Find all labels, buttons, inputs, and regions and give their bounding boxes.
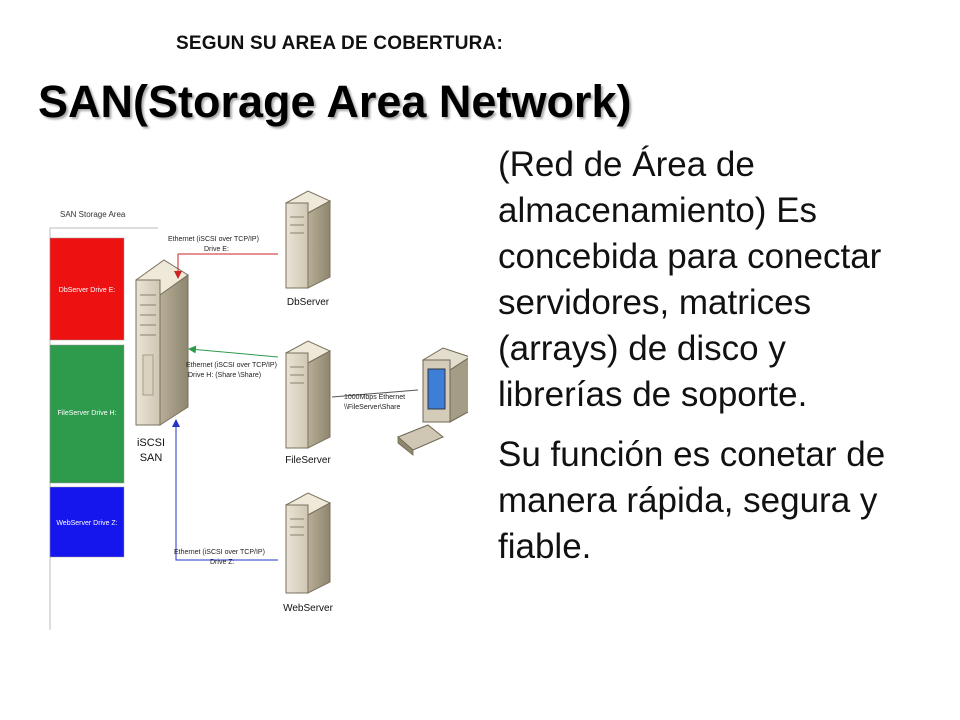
link-label-dbserver-line2: Drive E: [204,246,229,253]
link-label-fileserver-line2: Drive H: (Share \Share) [188,372,261,379]
link-label-webserver-line1: Ethernet (iSCSI over TCP/IP) [174,549,265,556]
paragraph-function: Su función es conetar de manera rápida, … [498,435,886,566]
drive-block-webserver: WebServer Drive Z: [49,486,125,558]
webserver-tower-icon [284,492,332,594]
client-link-label-line2: \\FileServer\Share [344,404,401,411]
slide-title: SAN(Storage Area Network) [38,76,632,127]
link-webserver [172,419,278,561]
link-client [331,389,419,398]
drive-block-fileserver: FileServer Drive H: [49,344,125,484]
drive-label-dbserver: DbServer Drive E: [59,287,115,294]
webserver-label: WebServer [283,603,334,614]
paragraph-definition: (Red de Área de almacenamiento) Es conce… [498,145,882,414]
san-label-line1: iSCSI [137,437,165,449]
fileserver-label: FileServer [285,455,331,466]
link-fileserver [188,345,279,358]
client-link-label-line1: 1000Mbps Ethernet [344,394,405,401]
link-label-dbserver-line1: Ethernet (iSCSI over TCP/IP) [168,236,259,243]
client-computer-icon [397,347,468,456]
fileserver-tower-icon [284,340,332,449]
body-text: (Red de Área de almacenamiento) Es conce… [498,142,918,584]
link-label-webserver-line2: Drive Z: [210,559,235,566]
san-diagram: SAN Storage Area DbServer Drive E: FileS… [49,190,468,630]
slide-subtitle: SEGUN SU AREA DE COBERTURA: [176,33,504,54]
san-label-line2: SAN [140,452,163,464]
drive-block-dbserver: DbServer Drive E: [49,237,125,341]
drive-label-webserver: WebServer Drive Z: [56,520,117,527]
storage-area-label: SAN Storage Area [60,210,126,219]
drive-label-fileserver: FileServer Drive H: [57,410,116,417]
dbserver-tower-icon [284,190,332,289]
link-label-fileserver-line1: Ethernet (iSCSI over TCP/IP) [186,362,277,369]
san-tower-icon [135,259,189,426]
dbserver-label: DbServer [287,297,330,308]
